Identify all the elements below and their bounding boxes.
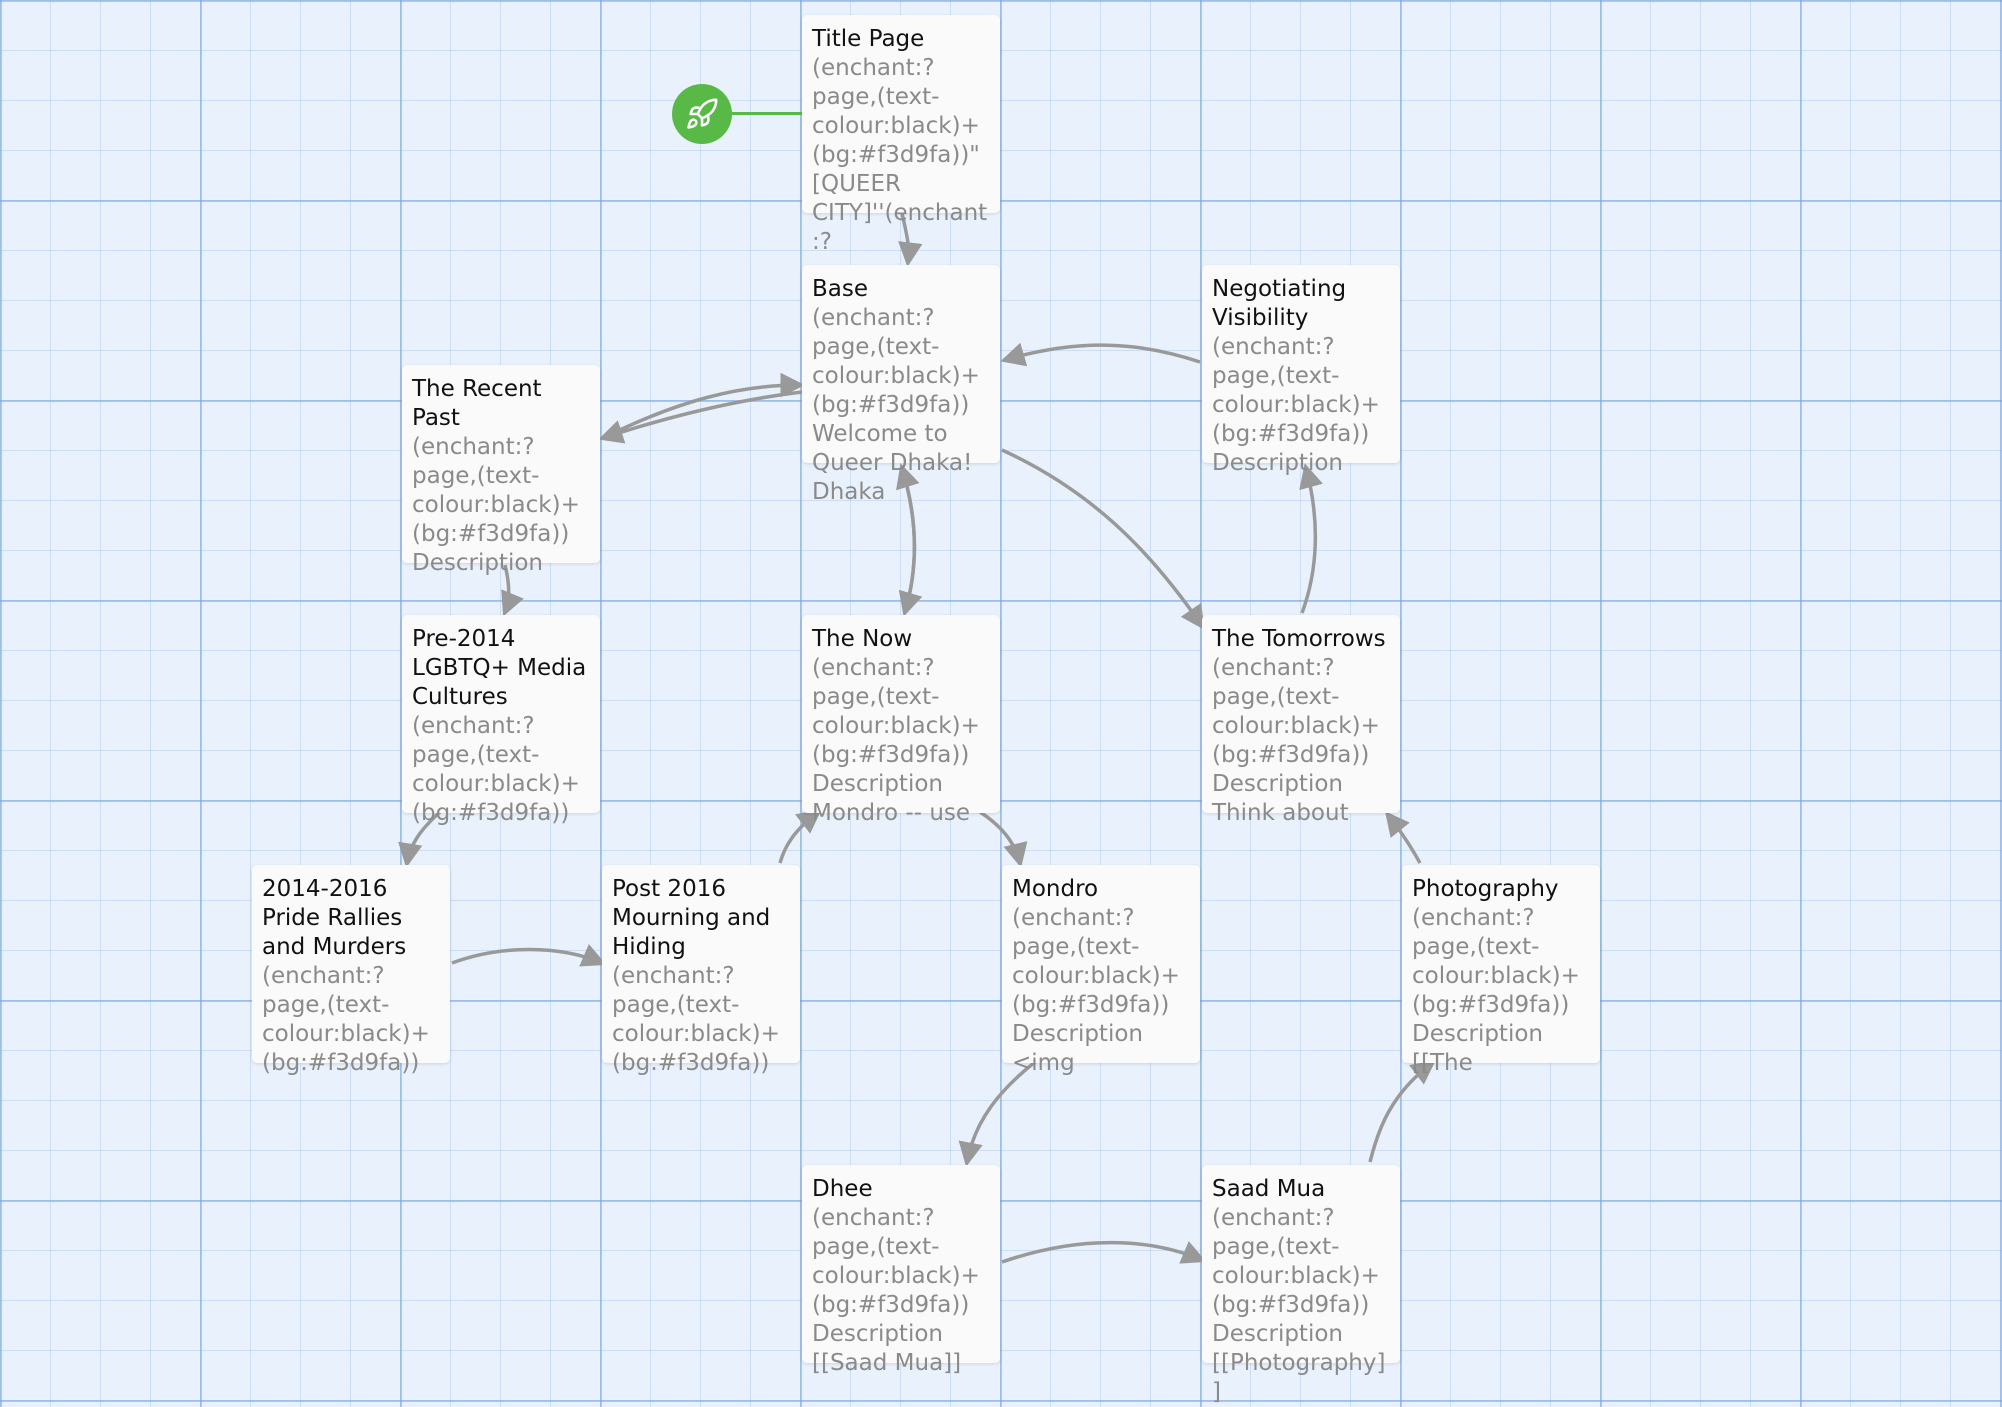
link-arrow-pride-rallies-to-post-2016 [451, 944, 607, 967]
passage-card-mondro[interactable]: Mondro (enchant:?page,(text-colour:black… [1002, 865, 1200, 1076]
passage-card-saad-mua[interactable]: Saad Mua (enchant:?page,(text-colour:bla… [1202, 1165, 1400, 1405]
passage-card-photography[interactable]: Photography (enchant:?page,(text-colour:… [1402, 865, 1600, 1076]
passage-title: The Recent Past [412, 376, 542, 431]
passage-card-recent-past[interactable]: The Recent Past (enchant:?page,(text-col… [402, 365, 600, 576]
passage-title: Base [812, 276, 869, 302]
passage-card-pre-2014[interactable]: Pre-2014 LGBTQ+ Media Cultures (enchant:… [402, 615, 600, 826]
passage-excerpt: (enchant:?page,(text-colour:black)+(bg:#… [412, 713, 580, 826]
passage-card-title-page[interactable]: Title Page (enchant:?page,(text-colour:b… [802, 15, 1000, 255]
link-arrow-photography-to-the-tomorrows [1384, 811, 1422, 864]
passage-title: Negotiating Visibility [1212, 276, 1347, 331]
passage-title: Title Page [812, 26, 925, 52]
passage-title: The Now [812, 626, 913, 652]
passage-title: Mondro [1012, 876, 1099, 902]
passage-excerpt: (enchant:?page,(text-colour:black)+(bg:#… [612, 963, 780, 1076]
passage-excerpt: (enchant:?page,(text-colour:black)+(bg:#… [1212, 655, 1380, 826]
passage-title: Dhee [812, 1176, 873, 1202]
passage-excerpt: (enchant:?page,(text-colour:black)+(bg:#… [1212, 1205, 1386, 1405]
passage-card-pride-rallies[interactable]: 2014-2016 Pride Rallies and Murders (enc… [252, 865, 450, 1076]
passage-card-base[interactable]: Base (enchant:?page,(text-colour:black)+… [802, 265, 1000, 505]
passage-excerpt: (enchant:?page,(text-colour:black)+(bg:#… [812, 55, 988, 255]
start-connector [732, 112, 802, 115]
passage-excerpt: (enchant:?page,(text-colour:black)+(bg:#… [812, 655, 980, 826]
link-arrow-recent-past-to-base [602, 372, 805, 440]
start-passage-badge[interactable] [672, 84, 732, 144]
passage-excerpt: (enchant:?page,(text-colour:black)+(bg:#… [812, 1205, 980, 1376]
passage-excerpt: (enchant:?page,(text-colour:black)+(bg:#… [1212, 334, 1380, 476]
passage-title: Saad Mua [1212, 1176, 1326, 1202]
rocket-icon [687, 98, 718, 129]
passage-card-the-now[interactable]: The Now (enchant:?page,(text-colour:blac… [802, 615, 1000, 826]
passage-title: 2014-2016 Pride Rallies and Murders [262, 876, 407, 960]
passage-card-post-2016[interactable]: Post 2016 Mourning and Hiding (enchant:?… [602, 865, 800, 1076]
passage-excerpt: (enchant:?page,(text-colour:black)+(bg:#… [812, 305, 980, 505]
passage-card-the-tomorrows[interactable]: The Tomorrows (enchant:?page,(text-colou… [1202, 615, 1400, 826]
passage-excerpt: (enchant:?page,(text-colour:black)+(bg:#… [1012, 905, 1180, 1076]
link-arrow-base-to-the-tomorrows [1001, 448, 1205, 631]
passage-card-dhee[interactable]: Dhee (enchant:?page,(text-colour:black)+… [802, 1165, 1000, 1376]
passage-card-negotiating-visibility[interactable]: Negotiating Visibility (enchant:?page,(t… [1202, 265, 1400, 476]
passage-title: Photography [1412, 876, 1559, 902]
link-arrow-dhee-to-saad-mua [1001, 1240, 1207, 1264]
passage-title: Post 2016 Mourning and Hiding [612, 876, 771, 960]
passage-title: The Tomorrows [1212, 626, 1386, 652]
passage-excerpt: (enchant:?page,(text-colour:black)+(bg:#… [262, 963, 430, 1076]
passage-title: Pre-2014 LGBTQ+ Media Cultures [412, 626, 587, 710]
passage-excerpt: (enchant:?page,(text-colour:black)+(bg:#… [412, 434, 580, 576]
link-arrow-the-tomorrows-to-negotiating-visibility [1299, 463, 1323, 614]
link-arrow-negotiating-visibility-to-base [1000, 342, 1201, 367]
passage-excerpt: (enchant:?page,(text-colour:black)+(bg:#… [1412, 905, 1580, 1076]
